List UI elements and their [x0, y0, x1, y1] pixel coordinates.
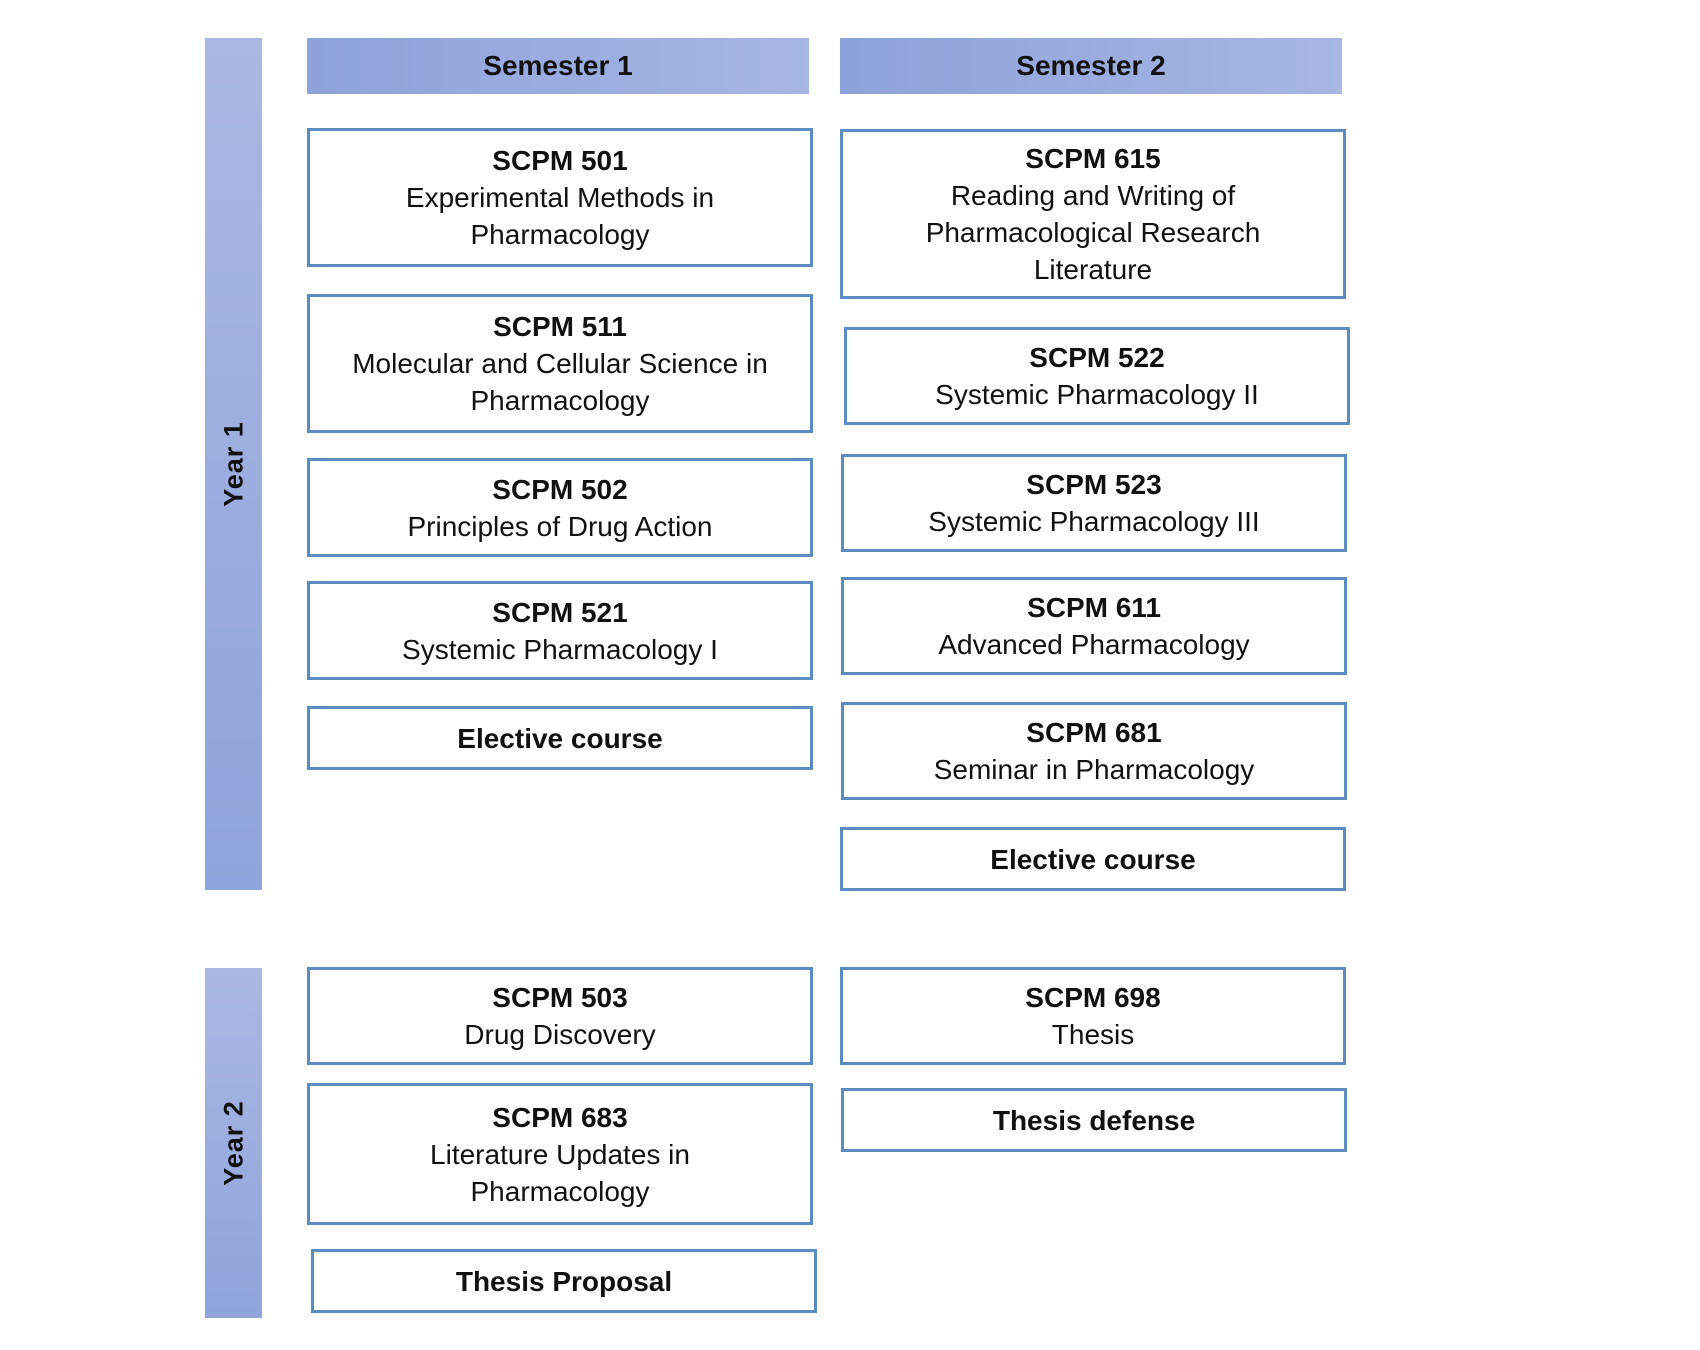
- course-box: SCPM 503 Drug Discovery: [307, 967, 813, 1065]
- course-title: Drug Discovery: [464, 1019, 656, 1050]
- course-box: SCPM 522 Systemic Pharmacology II: [844, 327, 1350, 425]
- year-1-bar: Year 1: [205, 38, 262, 890]
- course-code: SCPM 522: [1029, 342, 1165, 373]
- elective-course-box: Elective course: [840, 827, 1346, 891]
- course-code: SCPM 503: [492, 982, 628, 1013]
- course-title: Thesis: [1051, 1019, 1135, 1050]
- course-box: SCPM 501 Experimental Methods in Pharmac…: [307, 128, 813, 267]
- year-1-label: Year 1: [218, 421, 248, 507]
- course-code: SCPM 523: [1026, 469, 1162, 500]
- thesis-proposal-box: Thesis Proposal: [311, 1249, 817, 1313]
- course-code: SCPM 681: [1026, 717, 1162, 748]
- semester-1-header: Semester 1: [307, 38, 809, 94]
- course-title: Advanced Pharmacology: [938, 629, 1250, 660]
- course-code: SCPM 683: [492, 1101, 628, 1133]
- course-box: SCPM 521 Systemic Pharmacology I: [307, 581, 813, 680]
- thesis-defense-box: Thesis defense: [841, 1088, 1347, 1152]
- course-code: SCPM 615: [1025, 143, 1161, 174]
- course-title: Reading and Writing of Pharmacological R…: [925, 180, 1261, 285]
- course-code: SCPM 698: [1025, 982, 1161, 1013]
- course-title: Systemic Pharmacology I: [402, 633, 718, 665]
- course-box: SCPM 683 Literature Updates in Pharmacol…: [307, 1083, 813, 1225]
- course-title: Molecular and Cellular Science in Pharma…: [352, 348, 768, 416]
- course-title: Principles of Drug Action: [407, 510, 713, 542]
- elective-course-box: Elective course: [307, 706, 813, 770]
- course-box: SCPM 681 Seminar in Pharmacology: [841, 702, 1347, 800]
- course-title: Seminar in Pharmacology: [933, 754, 1255, 785]
- course-code: SCPM 502: [492, 473, 628, 505]
- course-box: SCPM 523 Systemic Pharmacology III: [841, 454, 1347, 552]
- course-box: SCPM 698 Thesis: [840, 967, 1346, 1065]
- course-title: Systemic Pharmacology III: [928, 506, 1260, 537]
- semester-2-header: Semester 2: [840, 38, 1342, 94]
- course-box: SCPM 502 Principles of Drug Action: [307, 458, 813, 557]
- course-title: Literature Updates in Pharmacology: [430, 1138, 690, 1207]
- course-box: SCPM 511 Molecular and Cellular Science …: [307, 294, 813, 433]
- course-code: SCPM 521: [492, 596, 628, 628]
- course-code: Thesis Proposal: [455, 1265, 673, 1297]
- course-box: SCPM 615 Reading and Writing of Pharmaco…: [840, 129, 1346, 299]
- course-box: SCPM 611 Advanced Pharmacology: [841, 577, 1347, 675]
- course-title: Systemic Pharmacology II: [935, 379, 1259, 410]
- course-code: Elective course: [457, 722, 663, 754]
- course-code: SCPM 501: [492, 145, 628, 176]
- course-code: SCPM 511: [493, 311, 627, 342]
- year-2-label: Year 2: [218, 1100, 248, 1186]
- course-code: SCPM 611: [1027, 592, 1161, 623]
- course-code: Thesis defense: [992, 1104, 1196, 1136]
- course-code: Elective course: [990, 843, 1196, 875]
- course-title: Experimental Methods in Pharmacology: [405, 182, 715, 250]
- year-2-bar: Year 2: [205, 968, 262, 1318]
